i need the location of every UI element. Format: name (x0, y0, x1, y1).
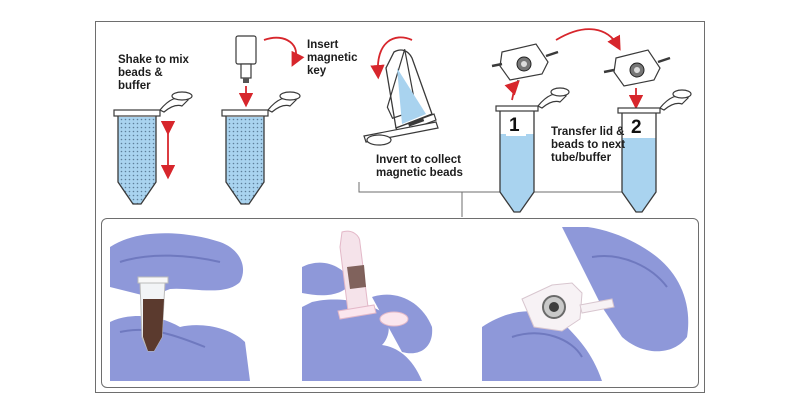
diagram-frame: Shake to mix beads & buffer Insert magne… (95, 21, 705, 393)
photo-inverted-tube (302, 230, 433, 381)
lid-assembly-2 (603, 49, 671, 87)
lid-assembly-1 (491, 43, 559, 89)
tube-shake (113, 91, 193, 205)
tube-1 (495, 87, 570, 213)
photo-magnetic-lid (482, 227, 689, 381)
steps-illustration (113, 28, 692, 217)
tube-number-1: 1 (509, 115, 520, 136)
steps-panel: Shake to mix beads & buffer Insert magne… (96, 22, 704, 217)
photos-panel (101, 218, 699, 388)
step-label-insert: Insert magnetic key (307, 39, 358, 77)
tube-insert (221, 91, 301, 205)
step-label-shake: Shake to mix beads & buffer (118, 54, 189, 92)
tube-2 (617, 89, 692, 213)
tube-number-2: 2 (631, 117, 642, 138)
tube-inverted (363, 36, 439, 146)
magnetic-key (235, 35, 305, 108)
step-label-transfer: Transfer lid & beads to next tube/buffer (551, 126, 626, 164)
step-label-invert: Invert to collect magnetic beads (376, 154, 463, 179)
photo-shake-tube (110, 233, 250, 381)
